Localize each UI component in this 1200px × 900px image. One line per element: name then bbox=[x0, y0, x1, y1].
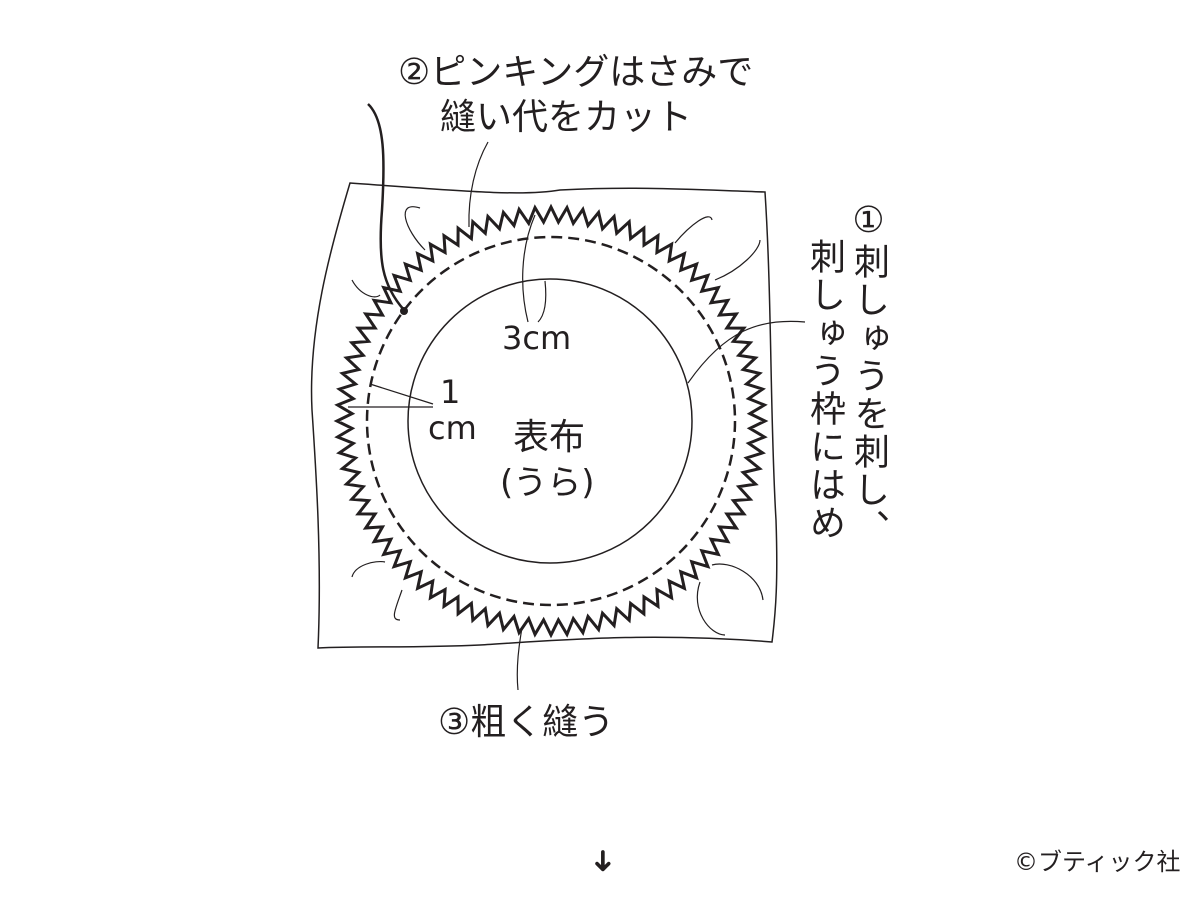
leader-lines bbox=[348, 141, 806, 691]
needle-point bbox=[400, 307, 408, 315]
step1-label-line1: ①刺しゅうを刺し、 bbox=[848, 200, 889, 547]
dimension-cm: cm bbox=[428, 409, 477, 447]
step3-label: ③粗く縫う bbox=[438, 702, 615, 743]
step2-label-line1: ②ピンキングはさみで bbox=[398, 52, 754, 93]
pinking-cut-edge bbox=[333, 203, 769, 639]
dimension-3cm: 3cm bbox=[502, 319, 572, 357]
step1-label-line2: 刺しゅう枠にはめ bbox=[804, 238, 845, 542]
fabric-square bbox=[310, 182, 778, 649]
thread bbox=[367, 103, 405, 311]
inner-circle bbox=[407, 278, 693, 564]
dimension-1: 1 bbox=[440, 373, 461, 411]
dashed-stitch-circle bbox=[365, 235, 737, 607]
copyright: ©ブティック社 bbox=[1014, 848, 1181, 876]
loose-threads bbox=[351, 206, 764, 636]
step2-label-line2: 縫い代をカット bbox=[440, 97, 693, 138]
fabric-label: 表布 bbox=[513, 417, 586, 458]
next-arrow-icon: ➜ bbox=[585, 848, 621, 874]
fabric-side-label: (うら) bbox=[500, 463, 595, 503]
